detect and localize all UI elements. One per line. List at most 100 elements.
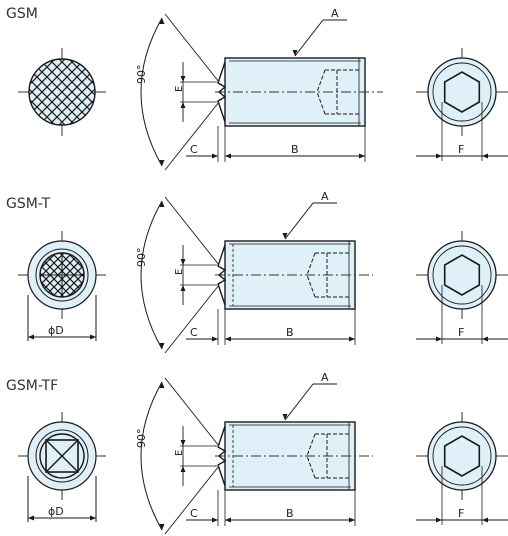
phi-label-1: ϕD — [48, 324, 64, 337]
a-label-2: A — [321, 371, 329, 384]
knurl-line-b-0 — [29, 59, 95, 123]
socket-hidden-cone-a-0 — [316, 69, 326, 93]
b-arrow-left-1 — [225, 336, 231, 342]
flat-square-2 — [45, 439, 79, 473]
b-arrow-left-0 — [225, 153, 231, 159]
e-label-0: E — [174, 86, 185, 92]
c-label-0: C — [190, 143, 198, 156]
e-arrow-bottom-1 — [180, 285, 186, 291]
socket-hidden-cone-a-2 — [306, 433, 316, 457]
c-arrow-1 — [212, 336, 218, 342]
a-leader-diag-2 — [284, 383, 314, 421]
b-arrow-right-2 — [349, 517, 355, 523]
phi-arrow-left-2 — [28, 515, 34, 521]
end-view-inner-ring-2 — [35, 429, 89, 483]
a-leader-diag-1 — [284, 202, 314, 240]
tip-teeth-0 — [217, 61, 227, 123]
c-label-1: C — [190, 326, 198, 339]
hex-socket-0 — [443, 71, 481, 113]
angle-leader-bottom-1 — [164, 284, 220, 354]
tip-teeth-2 — [217, 425, 227, 487]
angle-leader-top-1 — [164, 196, 220, 266]
e-arrow-bottom-2 — [180, 466, 186, 472]
knurl-line-b-0 — [29, 71, 95, 125]
tip-teeth-1 — [217, 244, 227, 306]
phi-label-2: ϕD — [48, 505, 64, 518]
angle-arrow-top-0 — [159, 18, 165, 24]
end-view-inner-ring-1 — [35, 248, 89, 302]
c-arrow-0 — [212, 153, 218, 159]
f-label-1: F — [458, 326, 464, 339]
knurl-line-b-0 — [29, 59, 95, 125]
angle-arrow-bottom-0 — [159, 160, 165, 166]
b-arrow-left-2 — [225, 517, 231, 523]
e-label-2: E — [174, 450, 185, 456]
f-arrow-right-0 — [482, 153, 488, 159]
angle-leader-bottom-2 — [164, 465, 220, 535]
e-arrow-top-1 — [180, 259, 186, 265]
b-label-2: B — [286, 507, 294, 520]
angle-arrow-bottom-2 — [159, 524, 165, 530]
flat-diag-b-2 — [45, 439, 79, 473]
f-label-0: F — [458, 143, 464, 156]
b-arrow-right-0 — [359, 153, 365, 159]
e-arrow-top-0 — [180, 76, 186, 82]
socket-hidden-cone-a-1 — [306, 252, 316, 276]
e-arrow-top-2 — [180, 440, 186, 446]
f-arrow-left-1 — [436, 336, 442, 342]
a-leader-diag-0 — [294, 19, 324, 57]
knurl-line-b-0 — [29, 61, 95, 125]
right-inner-circle-0 — [432, 62, 492, 122]
phi-arrow-left-1 — [28, 334, 34, 340]
knurl-pattern-0 — [29, 59, 95, 125]
angle-label-0: 90° — [135, 65, 148, 85]
angle-leader-bottom-0 — [164, 101, 220, 171]
angle-leader-top-0 — [164, 13, 220, 83]
a-leader-arrow-1 — [282, 233, 288, 239]
angle-arc-2 — [140, 381, 163, 531]
f-arrow-left-2 — [436, 517, 442, 523]
c-arrow-2 — [212, 517, 218, 523]
right-inner-circle-2 — [432, 426, 492, 486]
right-outer-circle-0 — [427, 57, 497, 127]
knurl-line-b-0 — [29, 59, 95, 113]
f-label-2: F — [458, 507, 464, 520]
angle-arc-0 — [140, 17, 163, 167]
variant-label-gsm-t: GSM-T — [6, 196, 51, 212]
knurl-pattern-1 — [40, 253, 84, 297]
f-arrow-right-2 — [482, 517, 488, 523]
b-arrow-right-1 — [349, 336, 355, 342]
right-outer-circle-1 — [427, 240, 497, 310]
a-leader-arrow-2 — [282, 414, 288, 420]
variant-label-gsm: GSM — [6, 6, 38, 22]
phi-arrow-right-1 — [90, 334, 96, 340]
phi-arrow-right-2 — [90, 515, 96, 521]
hex-socket-1 — [443, 254, 481, 296]
a-label-1: A — [321, 190, 329, 203]
angle-arrow-bottom-1 — [159, 343, 165, 349]
angle-leader-top-2 — [164, 377, 220, 447]
e-arrow-bottom-0 — [180, 102, 186, 108]
a-label-0: A — [331, 7, 339, 20]
angle-arc-1 — [140, 200, 163, 350]
variant-label-gsm-tf: GSM-TF — [6, 378, 59, 394]
right-outer-circle-2 — [427, 421, 497, 491]
angle-arrow-top-1 — [159, 201, 165, 207]
hex-socket-2 — [443, 435, 481, 477]
f-arrow-right-1 — [482, 336, 488, 342]
angle-label-1: 90° — [135, 248, 148, 268]
socket-hidden-cone-b-2 — [306, 455, 316, 479]
f-arrow-left-0 — [436, 153, 442, 159]
socket-hidden-cone-b-1 — [306, 274, 316, 298]
b-label-1: B — [286, 326, 294, 339]
a-leader-arrow-0 — [292, 50, 298, 56]
c-label-2: C — [190, 507, 198, 520]
right-inner-circle-1 — [432, 245, 492, 305]
angle-arrow-top-2 — [159, 382, 165, 388]
e-label-1: E — [174, 269, 185, 275]
b-label-0: B — [291, 143, 299, 156]
angle-label-2: 90° — [135, 429, 148, 449]
socket-hidden-cone-b-0 — [316, 91, 326, 115]
